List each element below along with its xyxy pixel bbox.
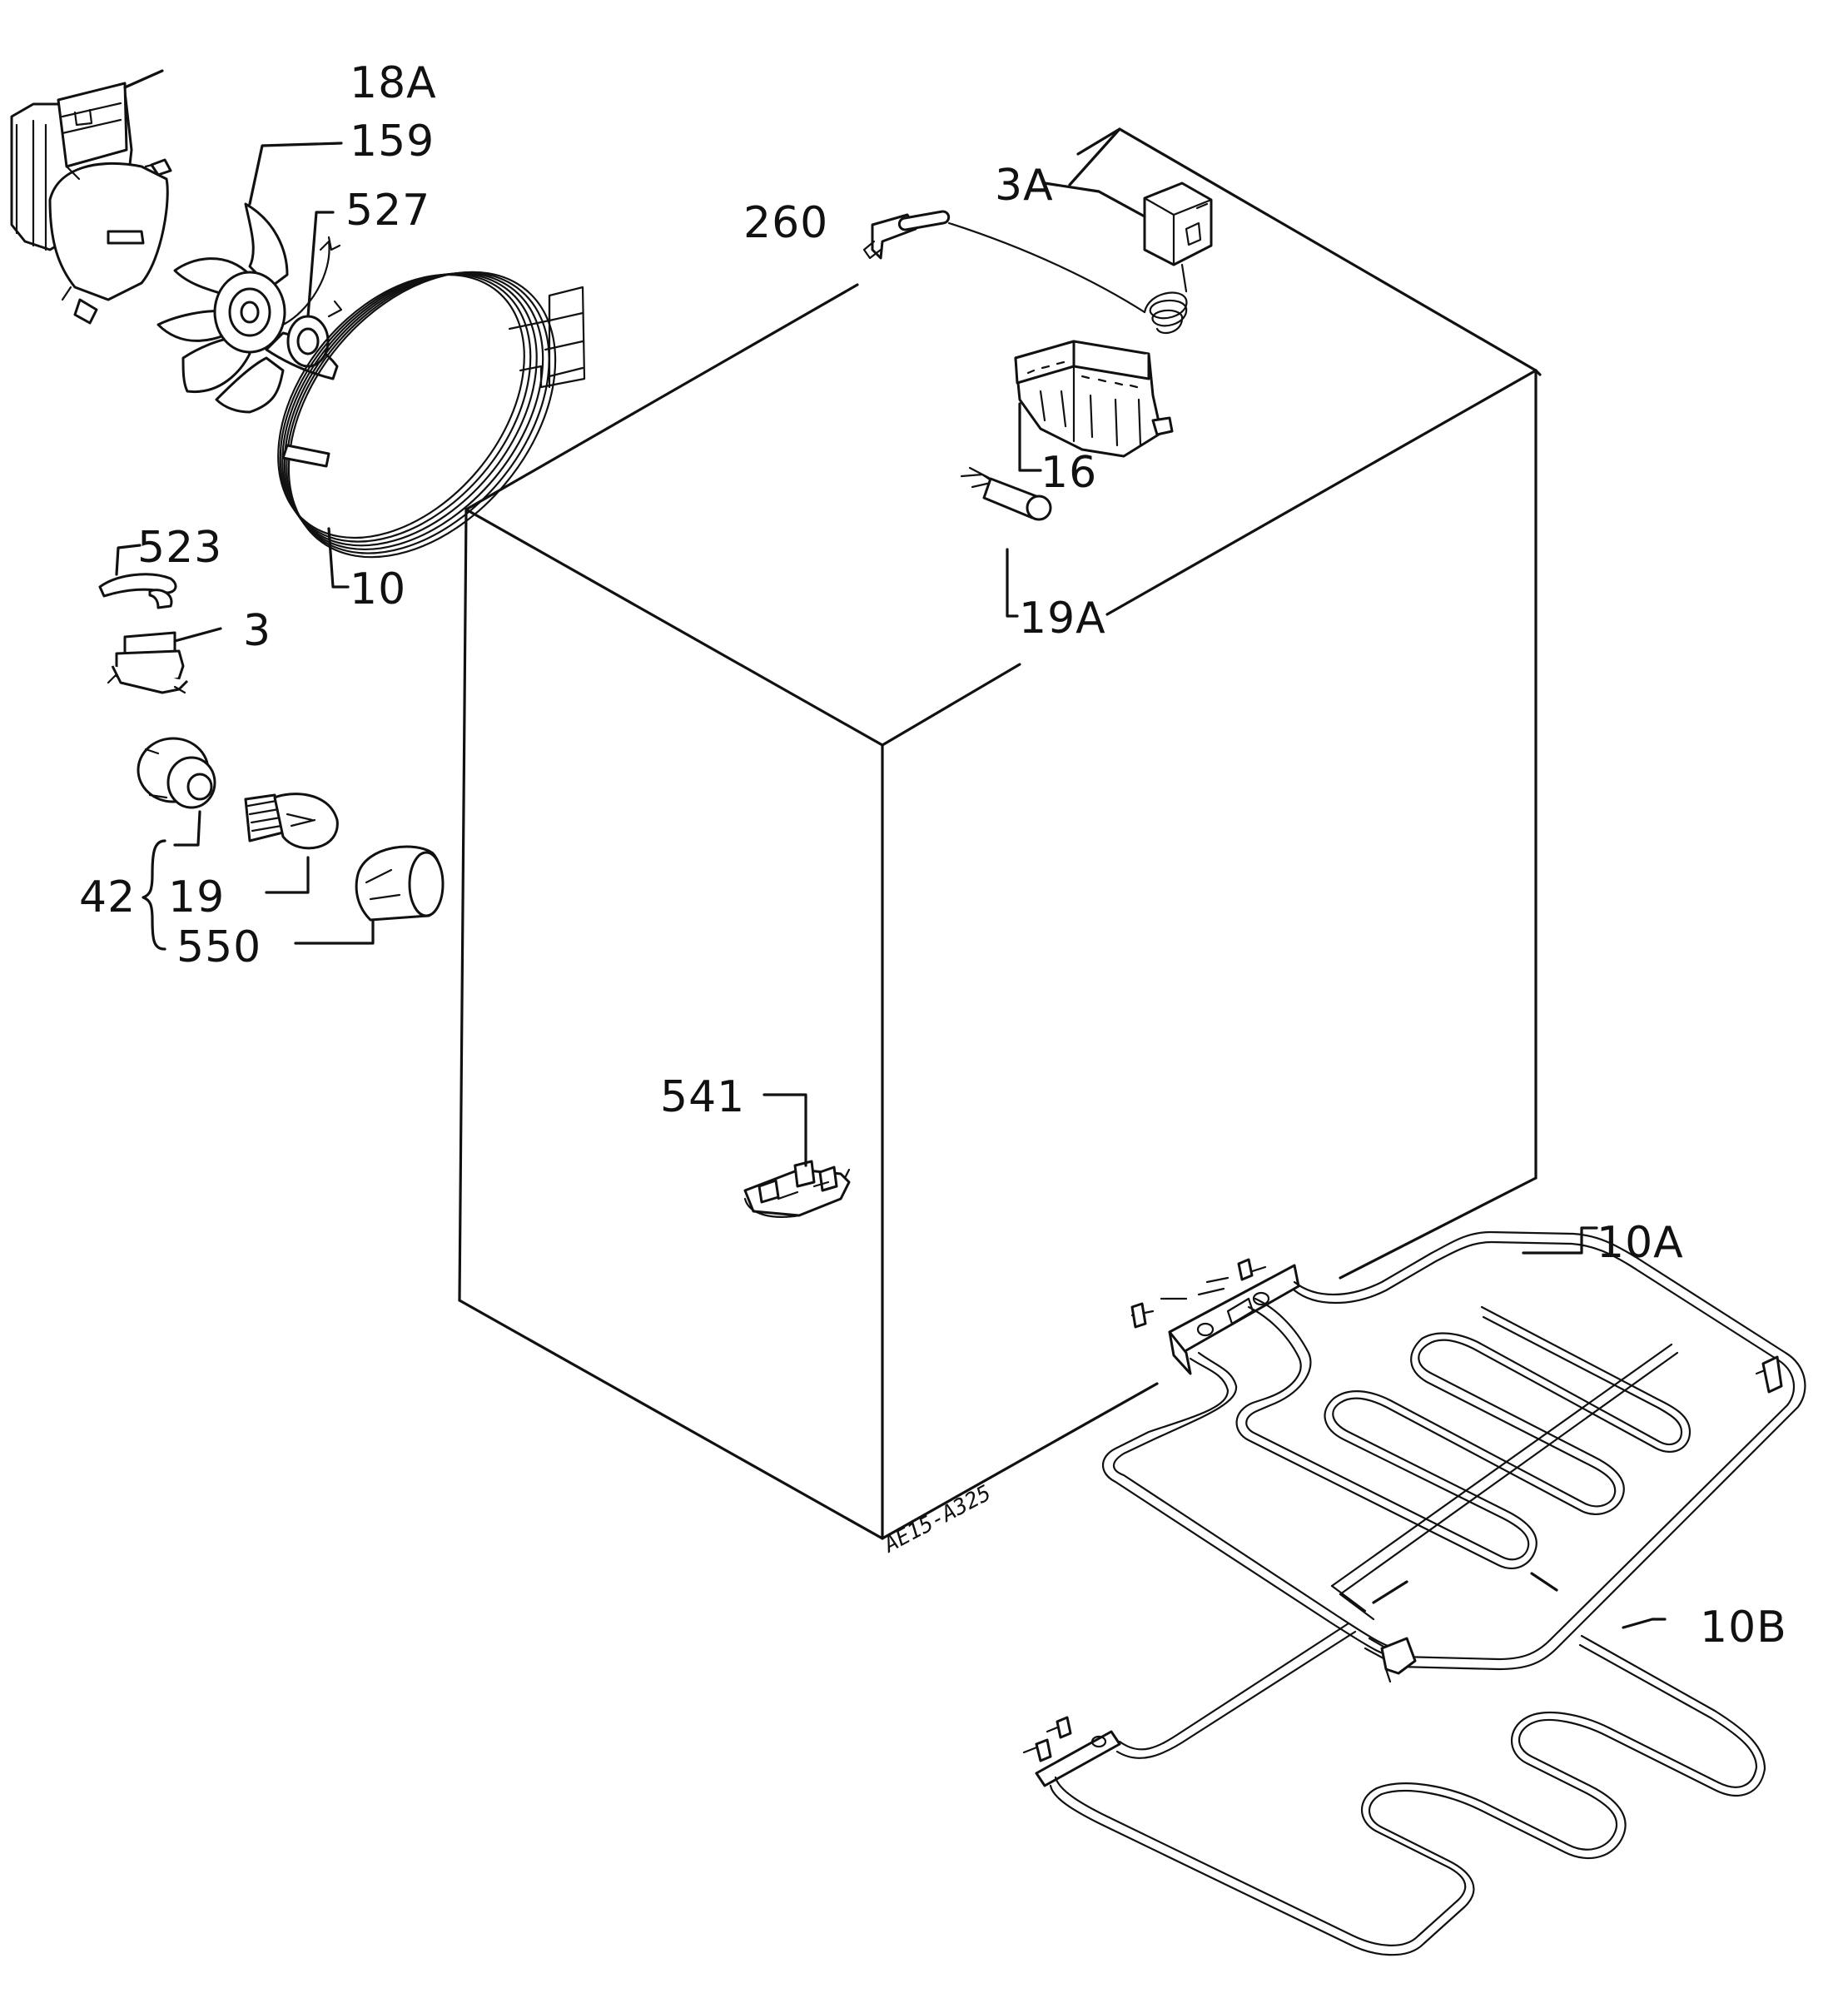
oven-cavity-box-icon <box>458 127 1542 1540</box>
circular-heating-element-icon <box>277 271 586 589</box>
label-3: 3 <box>243 606 271 656</box>
label-18A: 18A <box>350 58 437 108</box>
label-3A: 3A <box>995 161 1054 211</box>
drawing-code: AE15-A325 <box>878 1481 995 1559</box>
indicator-lamp-icon <box>960 466 1052 618</box>
label-260: 260 <box>743 198 828 248</box>
label-523: 523 <box>137 523 222 573</box>
label-10A: 10A <box>1597 1218 1684 1268</box>
bottom-element-icon <box>1022 1618 1766 1956</box>
label-42: 42 <box>79 872 136 922</box>
thermostat-clip-icon <box>98 544 177 609</box>
label-550: 550 <box>176 922 261 972</box>
selector-switch-icon <box>1014 340 1174 472</box>
terminal-block-icon <box>743 1093 851 1218</box>
label-10B: 10B <box>1700 1603 1787 1653</box>
label-541: 541 <box>660 1072 745 1122</box>
fan-motor-icon <box>10 69 172 325</box>
label-159: 159 <box>350 117 435 166</box>
sensor-probe-icon <box>862 210 1146 314</box>
fan-blade-icon <box>156 142 343 414</box>
label-16: 16 <box>1041 448 1097 498</box>
label-19: 19 <box>168 872 225 922</box>
lamp-bulb-icon <box>244 793 339 894</box>
label-527: 527 <box>345 186 430 236</box>
lamp-cover-icon <box>294 845 445 945</box>
label-10: 10 <box>350 564 406 614</box>
callout-labels: 18A 159 527 260 3A 16 19A 10 523 3 42 19… <box>79 58 1787 1653</box>
lamp-holder-icon <box>137 737 216 847</box>
thermostat-icon <box>107 627 222 694</box>
group-brace-icon <box>142 839 166 951</box>
grill-element-icon <box>1102 1226 1806 1683</box>
label-19A: 19A <box>1019 594 1106 644</box>
safety-thermostat-icon <box>1043 181 1213 335</box>
